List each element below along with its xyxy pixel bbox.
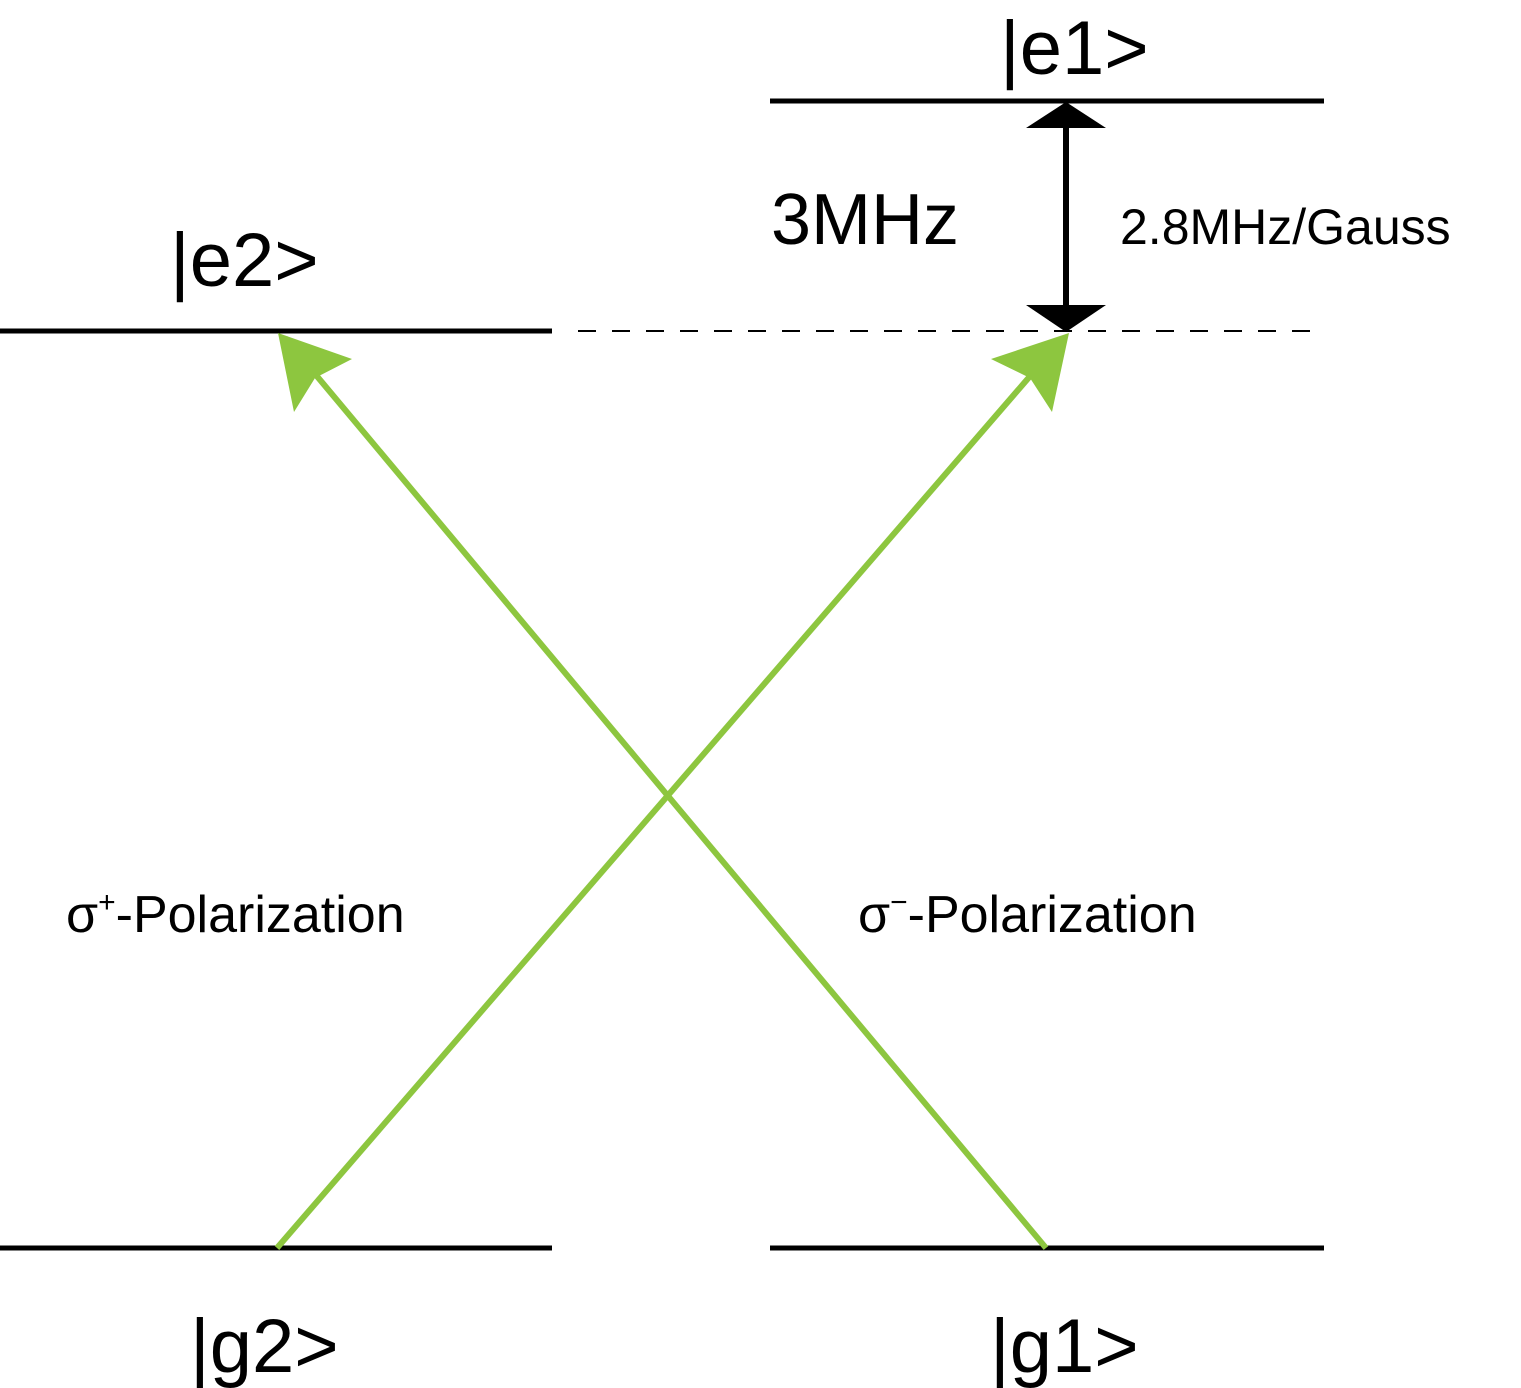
- sigma-minus-label: σ−-Polarization: [858, 886, 1197, 944]
- label-e1: |e1>: [1000, 6, 1149, 91]
- transition-g2-to-e1: [274, 336, 1066, 1250]
- transition-g1-to-e2-arrowhead: [278, 333, 352, 412]
- label-e2: |e2>: [170, 218, 319, 303]
- transition-g2-to-e1-arrowhead: [991, 333, 1069, 412]
- sigma-plus-label: σ+-Polarization: [66, 886, 405, 944]
- arrowhead-down: [1026, 305, 1106, 332]
- label-g2: |g2>: [190, 1304, 339, 1388]
- arrowhead-up: [1026, 102, 1106, 128]
- splitting-double-arrow: [1026, 102, 1106, 332]
- splitting-rate: 2.8MHz/Gauss: [1120, 199, 1451, 255]
- transition-g1-to-e2: [282, 336, 1049, 1250]
- label-g1: |g1>: [990, 1304, 1139, 1388]
- splitting-value: 3MHz: [771, 180, 959, 260]
